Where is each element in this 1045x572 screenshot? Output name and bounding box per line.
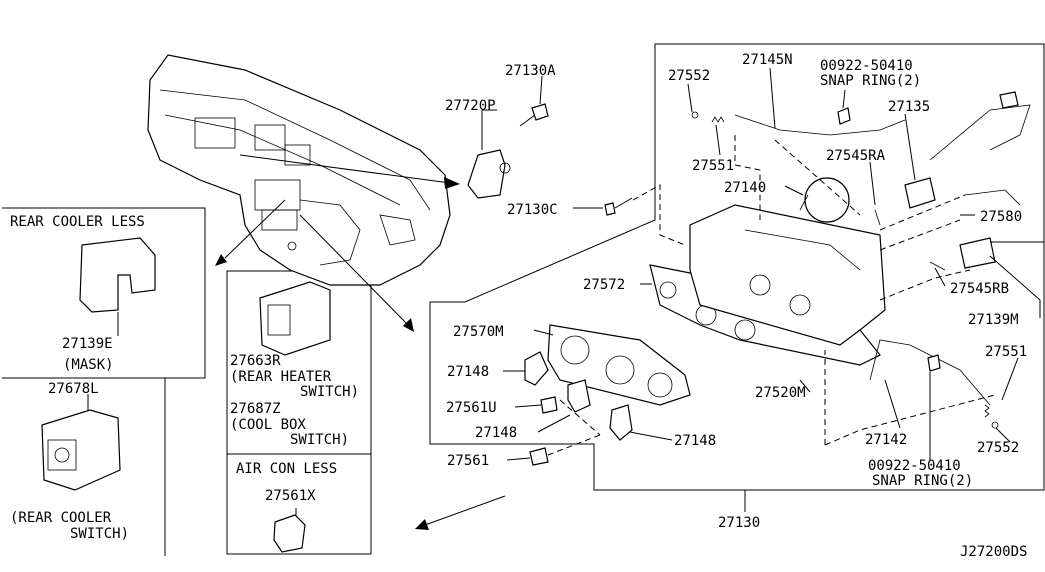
label-27520M: 27520M: [755, 385, 806, 401]
part-labels: 27130A 27720P 27552 27145N 00922-50410 S…: [445, 52, 1027, 560]
label-27135: 27135: [888, 99, 930, 115]
label-27720P: 27720P: [445, 98, 496, 114]
label-27687Z: 27687Z: [230, 401, 281, 417]
frame-lines: [2, 43, 1045, 556]
label-27561X: 27561X: [265, 488, 316, 504]
label-27142: 27142: [865, 432, 907, 448]
label-rear-heater-1: (REAR HEATER: [230, 369, 332, 385]
dashboard-arrows: [215, 154, 506, 530]
label-snap-ring-bottom-code: 00922-50410: [868, 458, 961, 474]
label-27572: 27572: [583, 277, 625, 293]
control-assembly: [524, 91, 1031, 466]
label-27130C: 27130C: [507, 202, 558, 218]
arrow-head-icon: [403, 318, 414, 332]
label-rear-heater-2: SWITCH): [300, 384, 359, 400]
label-27678L: 27678L: [48, 381, 99, 397]
dashboard-illustration: [147, 54, 451, 286]
label-rear-cooler-switch-2: SWITCH): [70, 526, 129, 542]
leader-lines: [87, 67, 1044, 516]
label-27148-a: 27148: [447, 364, 489, 380]
label-27552-bottom: 27552: [977, 440, 1019, 456]
diagram-code: J27200DS: [960, 544, 1027, 560]
label-27545RA: 27545RA: [826, 148, 886, 164]
label-27130: 27130: [718, 515, 760, 531]
label-snap-ring-bottom-text: SNAP RING(2): [872, 473, 973, 489]
label-cool-box-1: (COOL BOX: [230, 417, 306, 433]
label-rear-cooler-switch-1: (REAR COOLER: [10, 510, 112, 526]
label-27130A: 27130A: [505, 63, 556, 79]
label-27551-top: 27551: [692, 158, 734, 174]
label-27545RB: 27545RB: [950, 281, 1009, 297]
left-panel-text: REAR COOLER LESS 27139E (MASK) 27678L (R…: [10, 214, 145, 542]
label-27145N: 27145N: [742, 52, 793, 68]
rear-cooler-less-title: REAR COOLER LESS: [10, 214, 145, 230]
label-27148-b: 27148: [475, 425, 517, 441]
air-con-less-title: AIR CON LESS: [236, 461, 337, 477]
label-27139M: 27139M: [968, 312, 1019, 328]
label-27561: 27561: [447, 453, 489, 469]
label-27552-top: 27552: [668, 68, 710, 84]
arrow-head-icon: [215, 254, 227, 266]
label-27561U: 27561U: [446, 400, 497, 416]
switch-parts: [41, 103, 549, 553]
label-27148-c: 27148: [674, 433, 716, 449]
label-27580: 27580: [980, 209, 1022, 225]
middle-panel-text: 27663R (REAR HEATER SWITCH) 27687Z (COOL…: [230, 353, 359, 504]
label-27139E: 27139E: [62, 336, 113, 352]
label-27570M: 27570M: [453, 324, 504, 340]
label-27140: 27140: [724, 180, 766, 196]
label-snap-ring-top-code: 00922-50410: [820, 58, 913, 74]
label-27663R: 27663R: [230, 353, 281, 369]
label-mask: (MASK): [63, 357, 114, 373]
label-cool-box-2: SWITCH): [290, 432, 349, 448]
label-snap-ring-top-text: SNAP RING(2): [820, 73, 921, 89]
arrow-head-icon: [444, 177, 460, 189]
label-27551-right: 27551: [985, 344, 1027, 360]
arrow-head-icon: [415, 519, 429, 530]
